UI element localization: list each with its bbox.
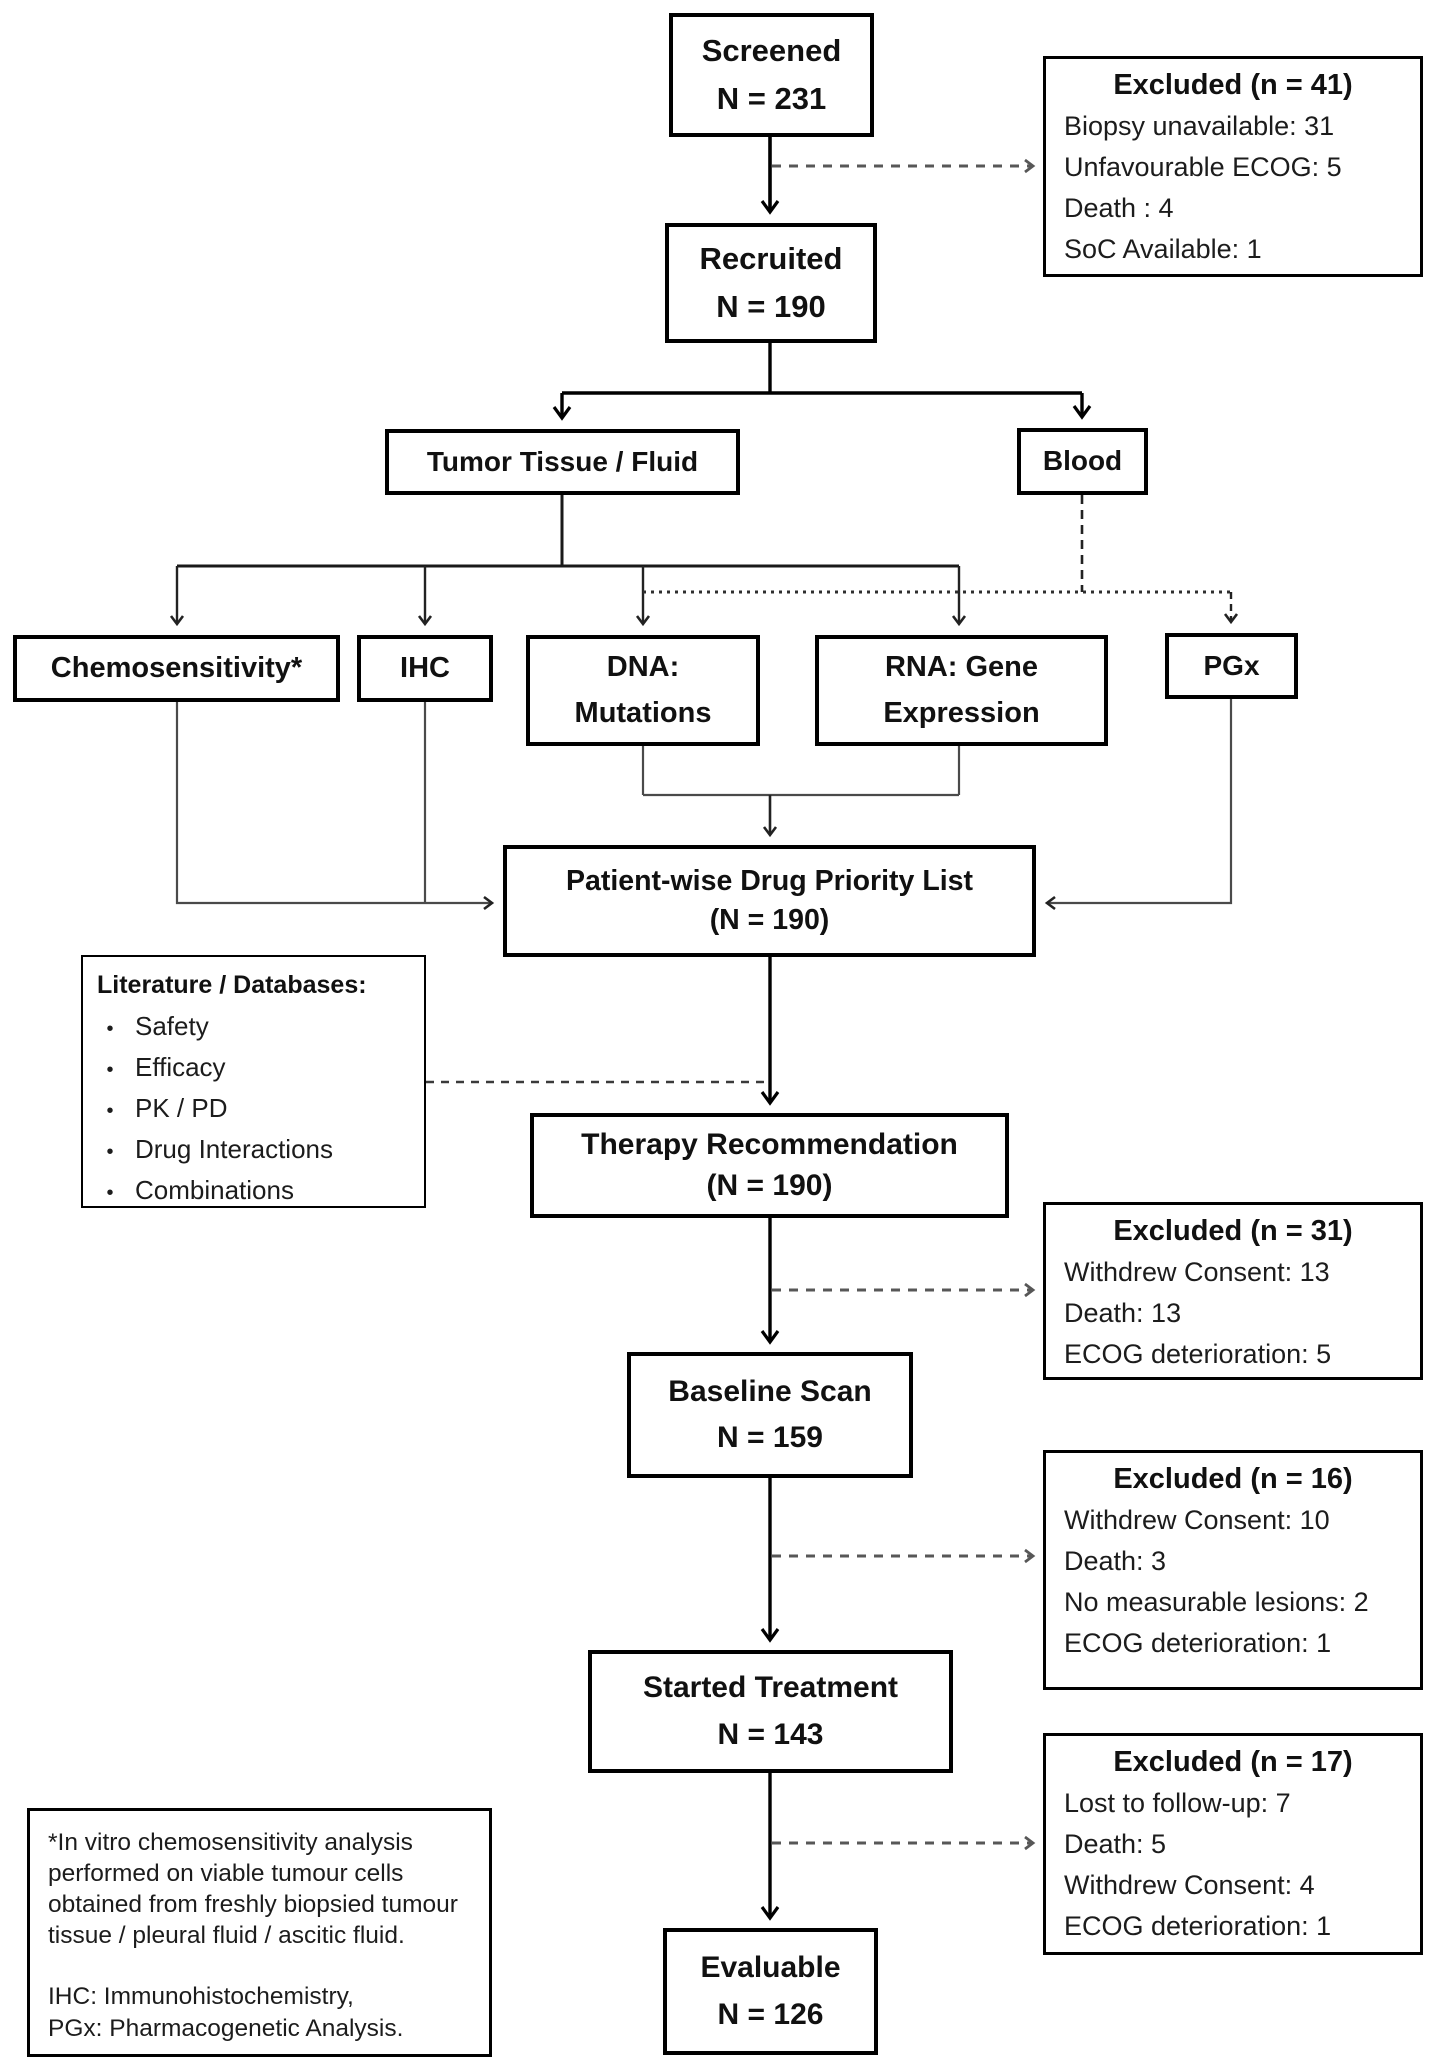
node-label2: Expression [883, 696, 1040, 729]
node-label: Screened [701, 33, 842, 69]
excluded-item: Death : 4 [1064, 193, 1174, 224]
bullet-icon: • [106, 1100, 114, 1123]
excluded-item: Withdrew Consent: 10 [1064, 1505, 1330, 1535]
node-label: IHC [400, 651, 450, 684]
node-drug-priority-list: Patient-wise Drug Priority List (N = 190… [503, 845, 1036, 957]
node-label: Evaluable [700, 1951, 841, 1984]
excluded-item: Death: 13 [1064, 1298, 1182, 1329]
node-label2: Mutations [574, 696, 712, 729]
node-rna-gene-expression: RNA: Gene Expression [815, 635, 1108, 746]
excluded-title: Excluded (n = 17) [1113, 1746, 1353, 1778]
node-label: Patient-wise Drug Priority List [566, 865, 973, 898]
excluded-box-17: Excluded (n = 17) Lost to follow-up: 7 D… [1043, 1733, 1423, 1955]
excluded-item: Withdrew Consent: 4 [1064, 1870, 1315, 1901]
bullet-icon: • [106, 1018, 114, 1040]
excluded-item: Death: 5 [1064, 1829, 1167, 1860]
node-pgx: PGx [1165, 633, 1298, 699]
node-label: Therapy Recommendation [581, 1128, 958, 1161]
literature-item: Drug Interactions [135, 1134, 333, 1165]
node-count: N = 143 [717, 1717, 824, 1751]
literature-item-row: • Efficacy [83, 1047, 424, 1088]
literature-item-row: • Combinations [83, 1170, 424, 1211]
node-therapy-recommendation: Therapy Recommendation (N = 190) [530, 1113, 1009, 1218]
footnote-asterisk-text: *In vitro chemosensitivity analysis perf… [48, 1829, 458, 1950]
excluded-title: Excluded (n = 31) [1113, 1215, 1353, 1247]
footnote-pgx: PGx: Pharmacogenetic Analysis. [48, 2014, 404, 2042]
node-started-treatment: Started Treatment N = 143 [588, 1650, 953, 1773]
literature-databases-box: Literature / Databases: • Safety • Effic… [81, 955, 426, 1208]
node-dna-mutations: DNA: Mutations [526, 635, 760, 746]
node-evaluable: Evaluable N = 126 [663, 1928, 878, 2055]
node-baseline-scan: Baseline Scan N = 159 [627, 1352, 913, 1478]
node-count: N = 159 [717, 1421, 823, 1454]
excluded-item: Death: 3 [1064, 1546, 1167, 1577]
excluded-box-31: Excluded (n = 31) Withdrew Consent: 13 D… [1043, 1202, 1423, 1380]
node-blood: Blood [1017, 428, 1148, 495]
bullet-icon: • [106, 1141, 114, 1164]
literature-item-row: • Safety [83, 1006, 424, 1047]
node-label: Tumor Tissue / Fluid [426, 445, 699, 477]
literature-item-row: • Drug Interactions [83, 1129, 424, 1170]
excluded-item: Withdrew Consent: 13 [1064, 1257, 1330, 1287]
excluded-item: ECOG deterioration: 1 [1064, 1628, 1332, 1659]
node-ihc: IHC [357, 635, 493, 702]
excluded-item: SoC Available: 1 [1064, 234, 1262, 265]
node-count: (N = 190) [709, 904, 830, 936]
literature-item: PK / PD [135, 1093, 228, 1124]
footnote-abbreviations: IHC: Immunohistochemistry, PGx: Pharmaco… [48, 1981, 471, 2043]
node-screened: Screened N = 231 [669, 13, 874, 137]
excluded-item: ECOG deterioration: 1 [1064, 1911, 1332, 1942]
node-label: Blood [1042, 445, 1123, 477]
excluded-item: Biopsy unavailable: 31 [1064, 111, 1335, 141]
excluded-item: Lost to follow-up: 7 [1064, 1788, 1291, 1818]
excluded-item: No measurable lesions: 2 [1064, 1587, 1369, 1618]
excluded-box-41: Excluded (n = 41) Biopsy unavailable: 31… [1043, 56, 1423, 277]
node-label: Started Treatment [642, 1671, 899, 1704]
footnote-box: *In vitro chemosensitivity analysis perf… [27, 1808, 492, 2057]
node-count: N = 126 [717, 1997, 824, 2031]
literature-title: Literature / Databases: [97, 971, 367, 999]
node-label: Chemosensitivity* [50, 651, 303, 684]
excluded-box-16: Excluded (n = 16) Withdrew Consent: 10 D… [1043, 1450, 1423, 1690]
literature-item: Efficacy [135, 1052, 226, 1083]
node-label: RNA: Gene [884, 651, 1039, 684]
literature-item-row: • PK / PD [83, 1088, 424, 1129]
node-chemosensitivity: Chemosensitivity* [13, 635, 340, 702]
node-count: N = 190 [716, 289, 826, 324]
bullet-icon: • [106, 1059, 114, 1082]
footnote-ihc: IHC: Immunohistochemistry, [48, 1983, 354, 2011]
node-label: Recruited [699, 241, 843, 277]
excluded-title: Excluded (n = 41) [1113, 69, 1353, 101]
node-recruited: Recruited N = 190 [665, 223, 877, 343]
bullet-icon: • [106, 1182, 114, 1205]
node-label: PGx [1203, 649, 1260, 681]
node-count: N = 231 [716, 81, 827, 116]
node-count: (N = 190) [706, 1168, 833, 1202]
line-chemo-to-priority [175, 702, 495, 911]
excluded-item: ECOG deterioration: 5 [1064, 1339, 1332, 1370]
excluded-title: Excluded (n = 16) [1113, 1463, 1353, 1495]
node-label: Baseline Scan [668, 1374, 872, 1408]
excluded-item: Unfavourable ECOG: 5 [1064, 152, 1342, 183]
node-tumor-tissue-fluid: Tumor Tissue / Fluid [385, 429, 740, 495]
literature-item: Safety [135, 1011, 209, 1041]
literature-item: Combinations [135, 1175, 294, 1206]
node-label: DNA: [606, 651, 680, 684]
